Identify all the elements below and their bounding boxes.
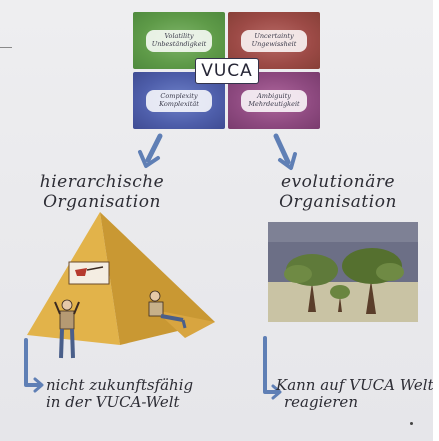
heading-evolutionary: evolutionäre Organisation [258, 172, 418, 212]
quadrant-label-de: Mehrdeutigkeit [248, 99, 300, 108]
vuca-center-label: VUCA [195, 58, 259, 84]
caption-line: Kann auf VUCA Welt [276, 376, 434, 394]
quadrant-note: Volatility Unbeständigkeit [146, 29, 212, 52]
heading-line: hierarchische [39, 172, 165, 192]
heading-hierarchical: hierarchische Organisation [22, 172, 182, 212]
quadrant-label-en: Ambiguity [257, 92, 291, 100]
right-border [433, 0, 439, 441]
caption-can-react: Kann auf VUCA Welt reagieren [276, 377, 436, 411]
pyramid-illustration [27, 212, 215, 359]
standing-person-icon [54, 299, 80, 359]
quadrant-label-de: Komplexität [159, 99, 199, 108]
vuca-board: Volatility Unbeständigkeit Uncertainty U… [133, 12, 320, 129]
pyramid-face-dark [100, 212, 215, 345]
arrow-down-left-icon [138, 133, 163, 168]
caption-line: reagieren [284, 393, 358, 411]
quadrant-note: Complexity Komplexität [146, 89, 212, 112]
quadrant-note: Ambiguity Mehrdeutigkeit [241, 89, 307, 112]
quadrant-volatility: Volatility Unbeständigkeit [133, 12, 225, 69]
pyramid-window [68, 261, 110, 285]
quadrant-label-en: Complexity [160, 92, 198, 100]
tree-icon [342, 248, 404, 314]
edge-mark [0, 47, 12, 48]
person-in-window-icon [75, 268, 87, 276]
quadrant-note: Uncertainty Ungewissheit [241, 29, 307, 52]
tree-icon [284, 254, 338, 312]
heading-line: Organisation [279, 192, 397, 212]
landscape-illustration [268, 222, 418, 322]
caption-line: nicht zukunftsfähig [46, 376, 194, 394]
quadrant-label-en: Uncertainty [254, 32, 294, 40]
corner-dot [410, 422, 413, 425]
caption-line: in der VUCA-Welt [46, 393, 180, 411]
heading-line: evolutionäre [280, 172, 396, 192]
sky-highlight [268, 222, 418, 242]
caption-not-future-proof: nicht zukunftsfähig in der VUCA-Welt [46, 377, 216, 411]
heading-line: Organisation [43, 192, 161, 212]
small-tree-icon [330, 285, 350, 312]
sitting-person-icon [148, 290, 187, 329]
quadrant-label-de: Unbeständigkeit [151, 39, 207, 48]
pointing-arm [86, 266, 104, 271]
arrow-down-right-icon [273, 133, 297, 170]
quadrant-label-en: Volatility [164, 32, 194, 40]
quadrant-label-de: Ungewissheit [251, 39, 297, 48]
